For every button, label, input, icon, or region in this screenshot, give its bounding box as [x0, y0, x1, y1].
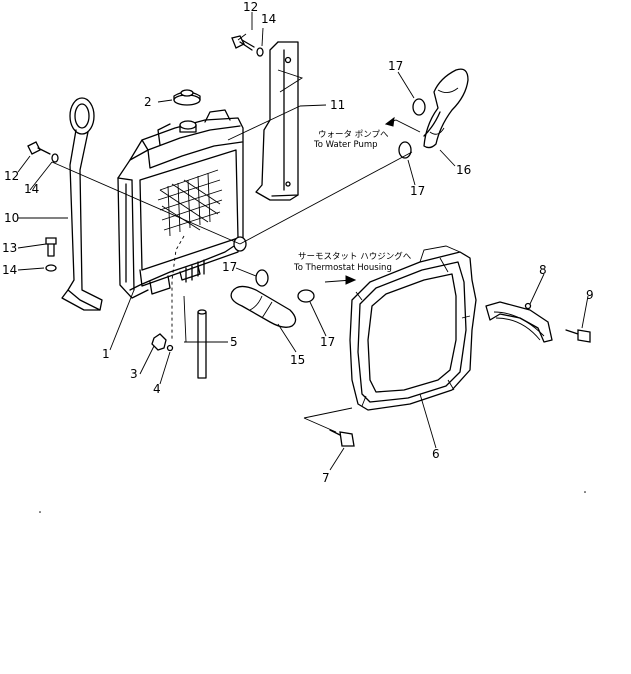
callout-17-top: 17: [388, 59, 403, 73]
callout-10: 10: [4, 211, 19, 225]
callout-4: 4: [153, 382, 161, 396]
fan-shroud: [349, 245, 477, 411]
hose-lower: [230, 269, 315, 328]
bolt-12-top: [231, 35, 264, 57]
note-water-pump-jp: ウォータ ポンプへ: [318, 130, 389, 140]
scan-speck: [39, 511, 41, 513]
radiator-cap: [173, 89, 201, 106]
leader-lines: [17, 12, 589, 471]
note-thermostat-jp: サーモスタット ハウジングへ: [298, 251, 412, 262]
callout-12-top: 12: [243, 0, 258, 14]
callout-5: 5: [230, 335, 238, 349]
callout-17-low: 17: [320, 335, 335, 349]
bolt-9: [565, 329, 591, 343]
callout-15: 15: [290, 353, 305, 367]
callout-3: 3: [130, 367, 138, 381]
bolt-7: [329, 429, 355, 447]
callout-16: 16: [456, 163, 471, 177]
callout-2: 2: [144, 95, 152, 109]
callout-12-left: 12: [4, 169, 19, 183]
scan-speck: [584, 491, 586, 493]
bolt-13: [45, 237, 57, 272]
radiator-core: [117, 109, 247, 340]
fan-guard: [485, 301, 553, 343]
hose-upper: [398, 68, 469, 159]
bolt-12-left: [27, 141, 59, 163]
callout-8: 8: [539, 263, 547, 277]
drain-cock: [151, 333, 174, 352]
bracket-right: [255, 41, 299, 201]
note-water-pump-en: To Water Pump: [313, 140, 378, 150]
drain-tube: [197, 309, 207, 379]
callout-14-top: 14: [261, 12, 276, 26]
callout-6: 6: [432, 447, 440, 461]
callout-7: 7: [322, 471, 330, 485]
bracket-left: [61, 97, 103, 311]
callout-14-left: 14: [24, 182, 39, 196]
callout-17-left: 17: [222, 260, 237, 274]
flow-arrows: [345, 116, 395, 285]
callout-13: 13: [2, 241, 17, 255]
note-thermostat-en: To Thermostat Housing: [293, 263, 392, 273]
callout-1: 1: [102, 347, 110, 361]
callout-11: 11: [330, 98, 345, 112]
callout-14-low: 14: [2, 263, 17, 277]
callout-17-mid: 17: [410, 184, 425, 198]
callout-9: 9: [586, 288, 594, 302]
